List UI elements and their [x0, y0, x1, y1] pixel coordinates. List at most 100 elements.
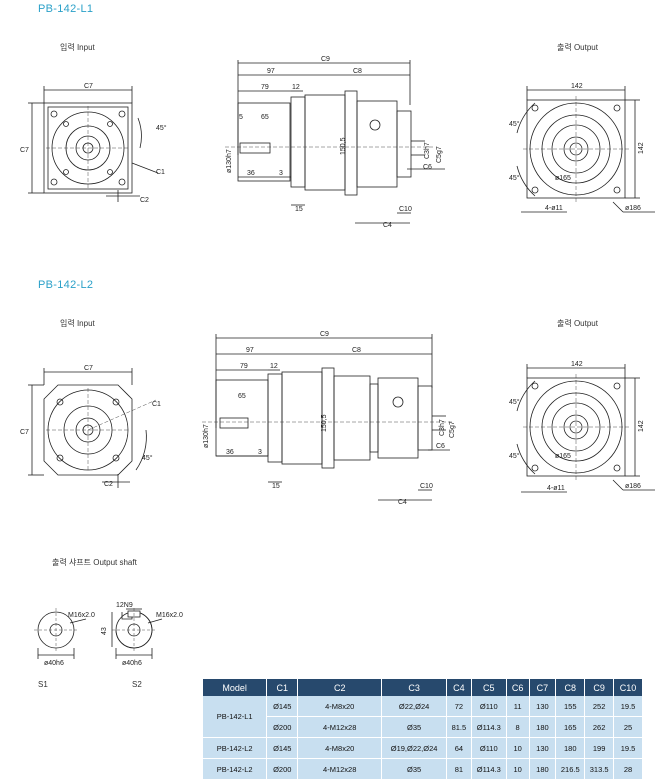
spec-table-header: Model C1 C2 C3 C4 C5 C6 C7 C8 C9 C10	[203, 679, 643, 696]
dim-79-l2: 79	[240, 363, 248, 370]
dim-c6: C6	[423, 164, 432, 171]
col-c2: C2	[297, 679, 383, 696]
dim-angle: 45°	[156, 124, 167, 132]
dim-c2: C2	[140, 197, 149, 204]
col-c6: C6	[506, 679, 530, 696]
col-c7: C7	[529, 679, 557, 696]
section-title-l1: PB-142-L1	[38, 3, 94, 15]
table-cell: 180	[555, 737, 586, 759]
side-view-drawing-l1: C9 97 C8 79 12 5 65 ø130h7 36 3 15 150,5…	[225, 56, 445, 229]
dim-97-l2: 97	[246, 347, 254, 354]
dim-c3: C3h7	[424, 142, 431, 159]
dim-c9-l2: C9	[320, 331, 329, 338]
dim-c1: C1	[156, 169, 165, 176]
dim-c1-l2: C1	[152, 401, 161, 408]
table-cell: 64	[446, 737, 472, 759]
dim-165: ø165	[555, 175, 571, 182]
shaft-s1-thread: M16x2.0	[68, 612, 95, 619]
dim-c8: C8	[353, 68, 362, 75]
table-row: PB-142-L1 Ø145 4-M8x20 Ø22,Ø24 72 Ø110 1…	[203, 696, 643, 738]
table-cell: 165	[555, 716, 586, 738]
shaft-s1-label: S1	[38, 680, 48, 689]
dim-97: 97	[267, 68, 275, 75]
input-flange-drawing-l2: C7 C7 C1 45° C2	[20, 365, 161, 488]
dim-c5-l2: C5g7	[449, 421, 456, 438]
table-cell: Ø145	[266, 737, 299, 759]
dim-c8-l2: C8	[352, 347, 361, 354]
dim-186: ø186	[625, 205, 641, 212]
dim-142-top: 142	[571, 83, 583, 90]
table-cell: 4-M12x28	[297, 716, 383, 738]
dim-142-side: 142	[638, 142, 645, 154]
table-cell: Ø145	[266, 696, 299, 717]
input-flange-drawing-l1: C7 C7 45° C1 C2	[20, 83, 167, 204]
table-cell: Ø35	[381, 758, 447, 780]
table-cell: 216.5	[555, 758, 586, 780]
dim-c2-l2: C2	[104, 481, 113, 488]
table-cell: 130	[529, 696, 557, 717]
dim-c4-l2: C4	[398, 499, 407, 506]
table-cell: 11	[506, 696, 530, 717]
table-cell: 252	[584, 696, 615, 717]
col-c3: C3	[381, 679, 447, 696]
shaft-s2-key: 12N9	[116, 602, 133, 609]
dim-45-top-l2: 45°	[509, 398, 520, 406]
output-shaft-drawing: M16x2.0 ø40h6 12N9 43 M16x2.0 ø40h6	[34, 602, 183, 667]
dim-c6-l2: C6	[436, 443, 445, 450]
dim-angle-l2: 45°	[142, 454, 153, 462]
dim-130: ø130h7	[226, 149, 233, 173]
table-row: PB-142-L2 Ø145 4-M8x20 Ø19,Ø22,Ø24 64 Ø1…	[203, 737, 643, 759]
dim-79: 79	[261, 84, 269, 91]
dim-c5: C5g7	[436, 146, 443, 163]
table-cell: 262	[584, 716, 615, 738]
dim-65: 65	[261, 114, 269, 121]
table-cell: 19.5	[613, 737, 643, 759]
dim-5: 5	[239, 114, 243, 121]
shaft-s2-thread: M16x2.0	[156, 612, 183, 619]
table-cell-model: PB-142-L1	[203, 696, 268, 738]
table-cell: 130	[529, 737, 557, 759]
dim-12: 12	[292, 84, 300, 91]
col-c9: C9	[584, 679, 615, 696]
table-cell-model: PB-142-L2	[203, 758, 268, 780]
input-label-l2: 입력 Input	[60, 319, 95, 328]
table-cell: 4-M8x20	[297, 737, 383, 759]
output-flange-drawing-l2: 142 142 45° 45° ø165 4-ø11 ø186	[509, 361, 655, 493]
table-cell: 180	[529, 758, 557, 780]
col-c4: C4	[446, 679, 472, 696]
table-cell: Ø114.3	[471, 716, 507, 738]
dim-150-l2: 150,5	[321, 414, 328, 432]
table-cell: 180	[529, 716, 557, 738]
table-cell: 28	[613, 758, 643, 780]
table-cell: 155	[555, 696, 586, 717]
dim-142-side-l2: 142	[638, 420, 645, 432]
table-cell: 4-M8x20	[297, 696, 383, 717]
dim-65-l2: 65	[238, 393, 246, 400]
shaft-s1-diameter: ø40h6	[44, 660, 64, 667]
dim-3-l2: 3	[258, 449, 262, 456]
table-cell: 313.5	[584, 758, 615, 780]
dim-c7-side-l2: C7	[20, 429, 29, 436]
dim-c3-l2: C3h7	[439, 419, 446, 436]
table-cell: 8	[506, 716, 530, 738]
col-c5: C5	[471, 679, 507, 696]
dim-c10: C10	[399, 206, 412, 213]
dim-c7-top-l2: C7	[84, 365, 93, 372]
dim-45-bottom: 45°	[509, 174, 520, 182]
dim-45-bottom-l2: 45°	[509, 452, 520, 460]
dim-36-l2: 36	[226, 449, 234, 456]
table-cell: 4-M12x28	[297, 758, 383, 780]
table-cell: 10	[506, 758, 530, 780]
table-cell: 10	[506, 737, 530, 759]
output-label-l1: 출력 Output	[557, 43, 598, 52]
table-cell: Ø200	[266, 716, 299, 738]
dim-c7-side: C7	[20, 147, 29, 154]
col-model: Model	[203, 679, 268, 696]
dim-3: 3	[279, 170, 283, 177]
dim-45-top: 45°	[509, 120, 520, 128]
section-title-l2: PB-142-L2	[38, 279, 94, 291]
dim-c7-top: C7	[84, 83, 93, 90]
table-cell: 81.5	[446, 716, 472, 738]
output-label-l2: 출력 Output	[557, 319, 598, 328]
table-cell: 199	[584, 737, 615, 759]
